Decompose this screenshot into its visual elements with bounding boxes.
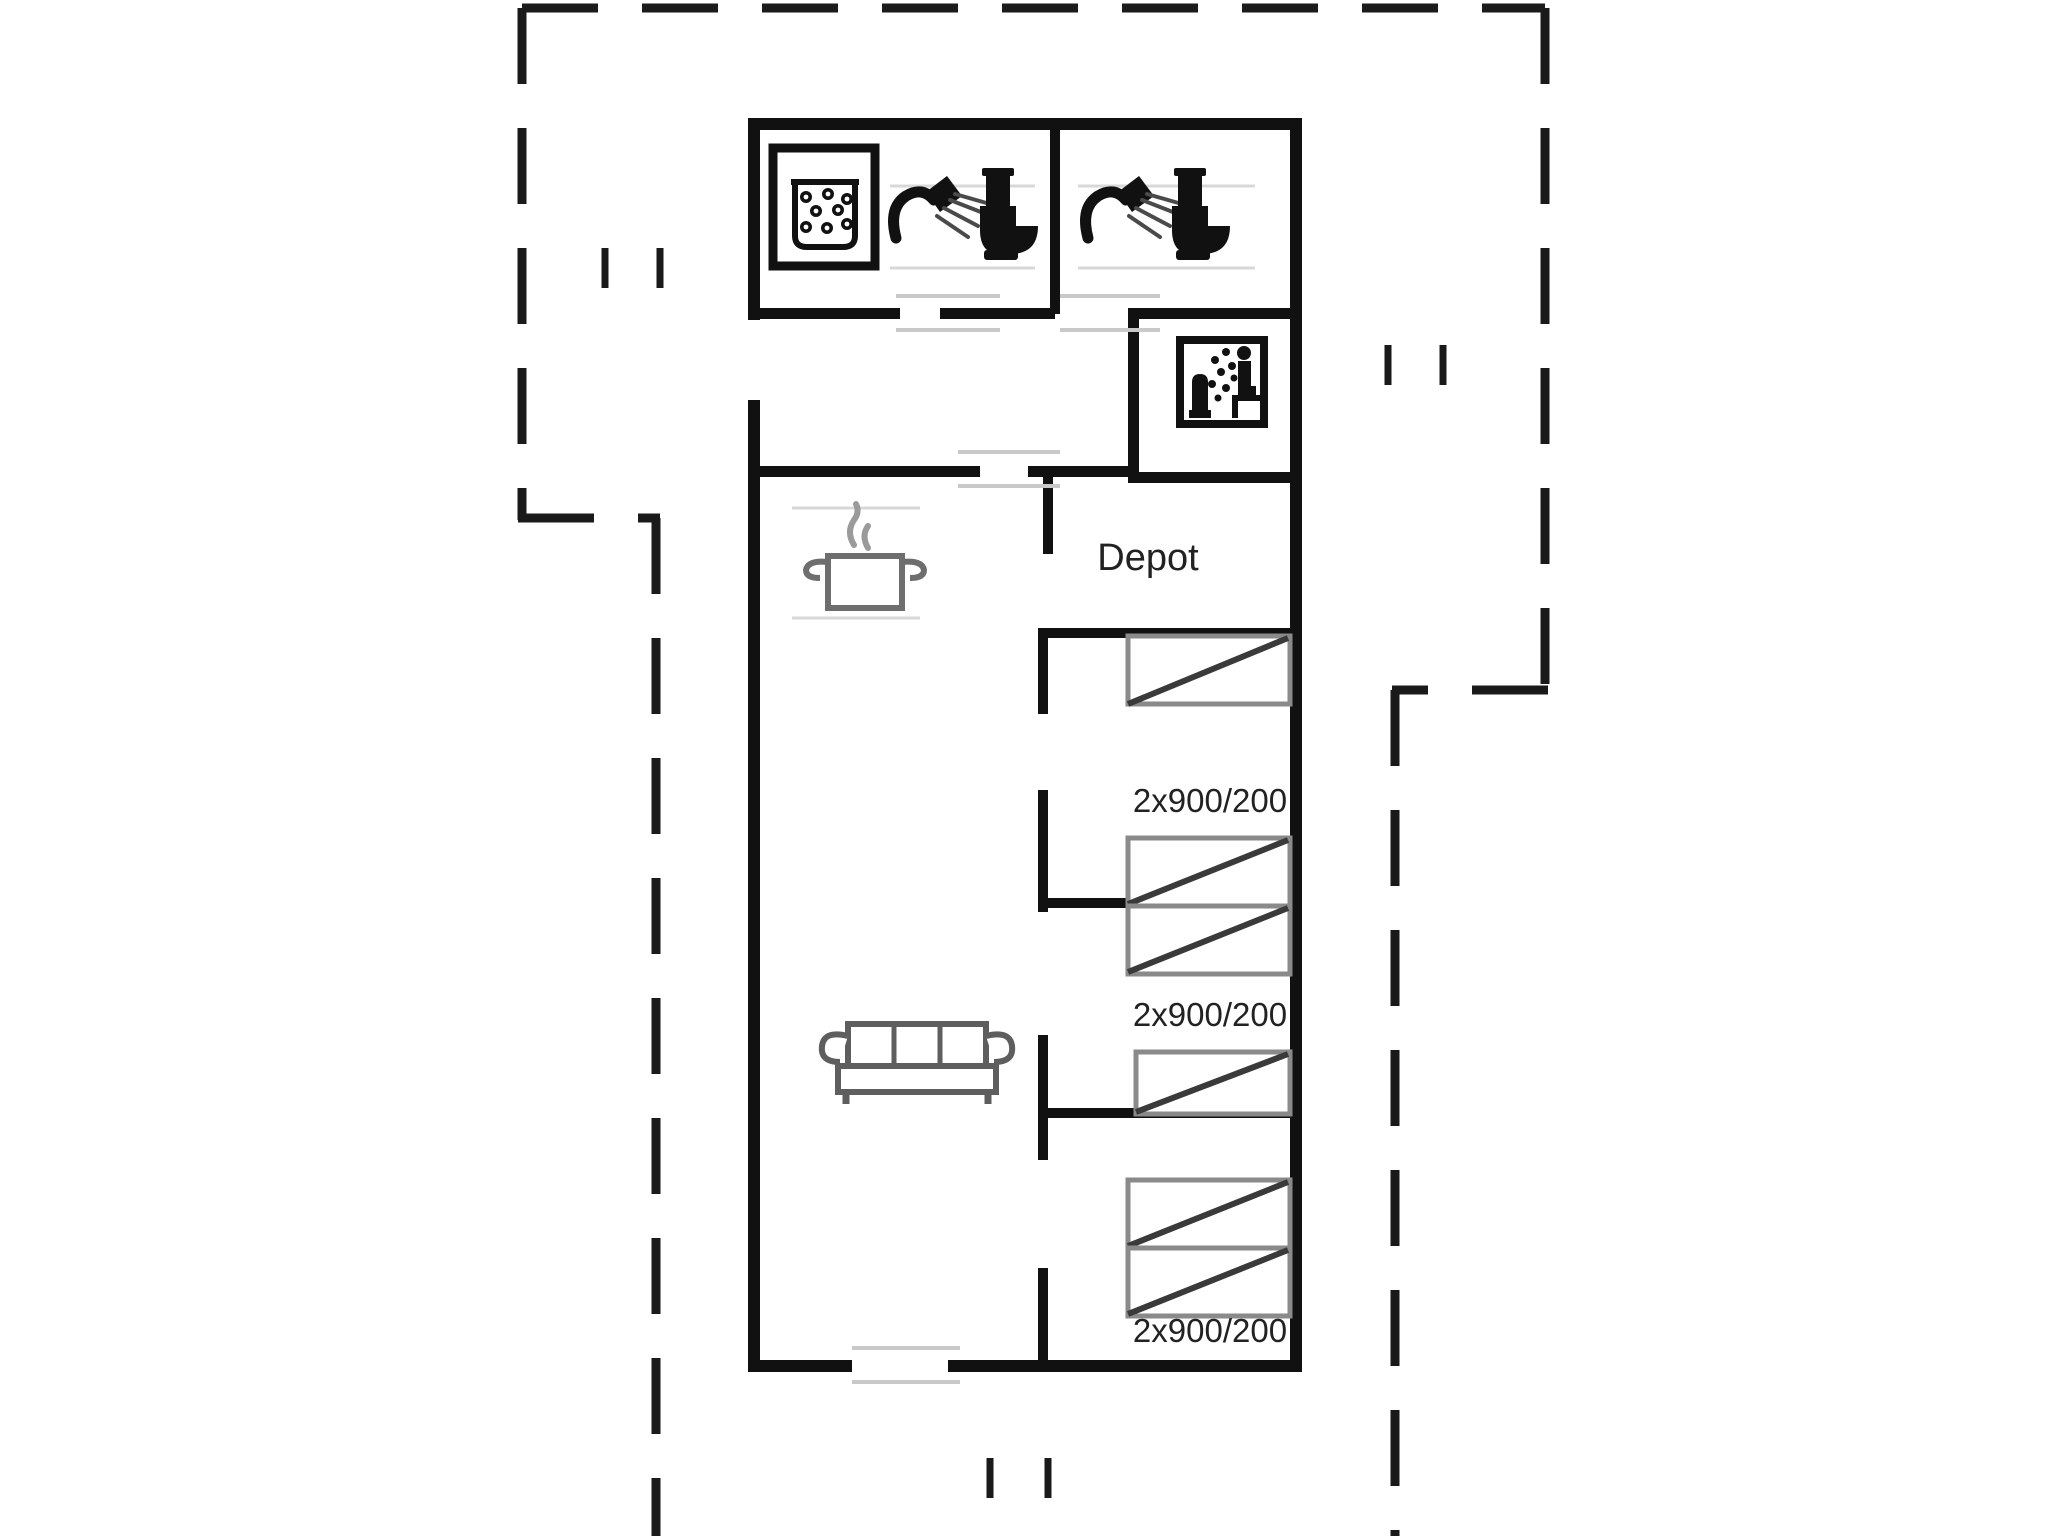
building-walls bbox=[748, 118, 1302, 1372]
bath2-icon-guides bbox=[1078, 184, 1255, 270]
bed-label-bedroom-2: 2x900/200 bbox=[1133, 996, 1287, 1033]
washing-machine-icon bbox=[768, 143, 880, 271]
bed-group-3 bbox=[1125, 1177, 1293, 1319]
sofa-icon bbox=[818, 1021, 1016, 1104]
bath1-icon-guides bbox=[890, 184, 1035, 270]
bed-group-0 bbox=[1125, 633, 1293, 707]
bed-label-bedroom-1: 2x900/200 bbox=[1133, 782, 1287, 819]
bed-label-bedroom-3: 2x900/200 bbox=[1133, 1312, 1287, 1349]
cooking-pot-icon bbox=[792, 501, 928, 620]
bed-group-2 bbox=[1133, 1049, 1293, 1117]
outline-tick-marks bbox=[601, 248, 1447, 1498]
bed-group-1 bbox=[1125, 835, 1293, 977]
shower-icon bbox=[888, 176, 992, 244]
property-outline-dashed bbox=[517, 3, 1550, 1536]
depot-room-label: Depot bbox=[1097, 537, 1199, 579]
door-threshold-lines bbox=[852, 294, 1160, 1384]
sauna-icon bbox=[1176, 336, 1268, 428]
toilet-icon bbox=[980, 168, 1038, 260]
toilet-icon bbox=[1172, 168, 1230, 260]
